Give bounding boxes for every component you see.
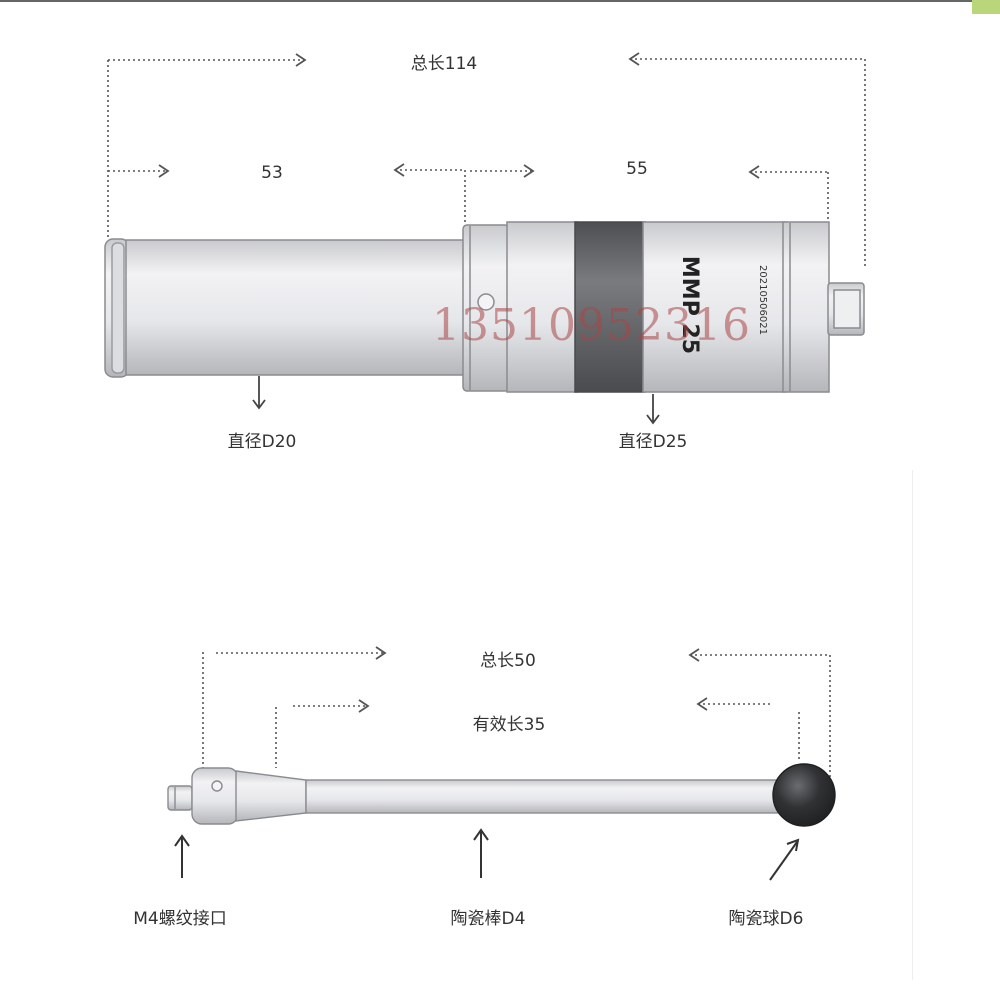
rear-length-55-label: 55 — [626, 159, 648, 179]
diameter-d25-label: 直径D25 — [618, 432, 688, 452]
m4-thread-label: M4螺纹接口 — [133, 909, 227, 929]
stylus-pointer-arrows — [174, 828, 800, 881]
stylus-total-length-label: 总长50 — [480, 651, 536, 671]
stylus-body — [167, 763, 836, 827]
probe-dimension-lines — [107, 58, 866, 266]
green-corner-mark — [972, 0, 1000, 14]
phone-watermark: 13510952316 — [432, 300, 751, 351]
stylus-dimension-lines — [202, 652, 831, 790]
lower-panel-border — [912, 470, 913, 980]
total-length-114-label: 总长114 — [410, 54, 478, 74]
diameter-d20-label: 直径D20 — [227, 432, 297, 452]
probe-body — [104, 221, 865, 393]
probe-serial-label: 20210506021 — [757, 265, 768, 335]
front-length-53-label: 53 — [261, 163, 283, 183]
probe-dimension-arrows — [158, 52, 760, 179]
ceramic-rod-label: 陶瓷棒D4 — [450, 909, 526, 929]
ceramic-ball-label: 陶瓷球D6 — [728, 909, 804, 929]
diameter-arrows — [252, 376, 660, 425]
stylus-effective-length-label: 有效长35 — [472, 715, 546, 735]
probe-model-label: MMP 25 — [677, 256, 702, 354]
stylus-dimension-arrows — [358, 646, 708, 713]
